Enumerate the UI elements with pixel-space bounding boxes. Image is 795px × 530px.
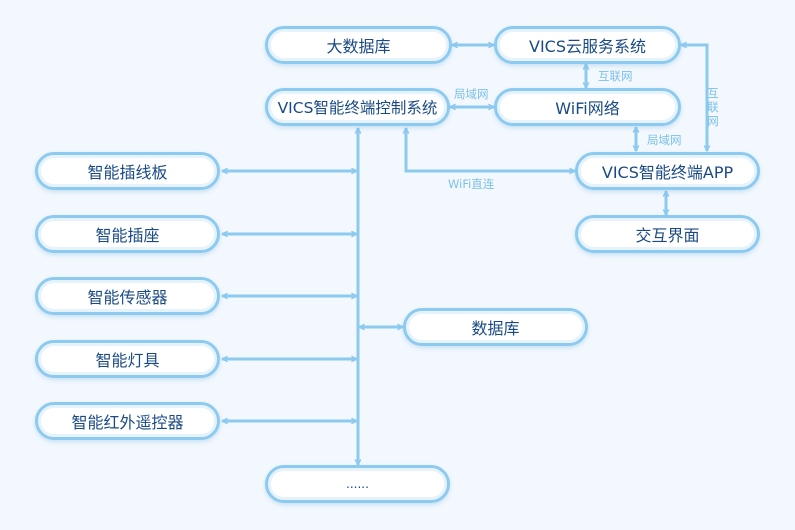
node-wifi-network: WiFi网络 (494, 88, 681, 126)
node-interaction-ui: 交互界面 (575, 215, 760, 253)
edge-label-control-app: WiFi直连 (448, 177, 495, 191)
node-cloud-service: VICS云服务系统 (494, 26, 681, 64)
node-label: VICS智能终端控制系统 (277, 99, 438, 117)
edge-label-cloud-wifi: 互联网 (598, 69, 633, 83)
node-smart-socket: 智能插座 (35, 215, 220, 253)
node-label: ...... (346, 477, 369, 491)
node-smart-ir-remote: 智能红外遥控器 (35, 402, 220, 440)
node-label: VICS智能终端APP (601, 163, 734, 182)
node-terminal-app: VICS智能终端APP (575, 152, 760, 190)
node-label: 大数据库 (326, 37, 391, 56)
node-big-database: 大数据库 (265, 26, 452, 64)
edge-control-app (406, 128, 575, 171)
edge-cloud-app (681, 45, 707, 151)
edge-label-control-wifi: 局域网 (454, 87, 489, 101)
node-label: WiFi网络 (555, 99, 620, 118)
node-control-system: VICS智能终端控制系统 (265, 88, 450, 126)
node-database: 数据库 (403, 308, 588, 346)
node-label: 数据库 (471, 319, 520, 338)
node-smart-power-strip: 智能插线板 (35, 152, 220, 190)
node-label: 交互界面 (635, 226, 700, 245)
edge-label-cloud-app: 互联网 (707, 86, 719, 128)
node-label: 智能插座 (95, 226, 160, 245)
node-label: VICS云服务系统 (529, 37, 646, 56)
node-label: 智能红外遥控器 (71, 413, 184, 432)
node-label: 智能传感器 (87, 288, 168, 307)
node-more: ...... (265, 465, 450, 503)
node-smart-sensor: 智能传感器 (35, 277, 220, 315)
edge-label-wifi-app: 局域网 (647, 133, 682, 147)
node-label: 智能插线板 (87, 163, 168, 182)
node-smart-lighting: 智能灯具 (35, 340, 220, 378)
node-label: 智能灯具 (95, 351, 160, 370)
